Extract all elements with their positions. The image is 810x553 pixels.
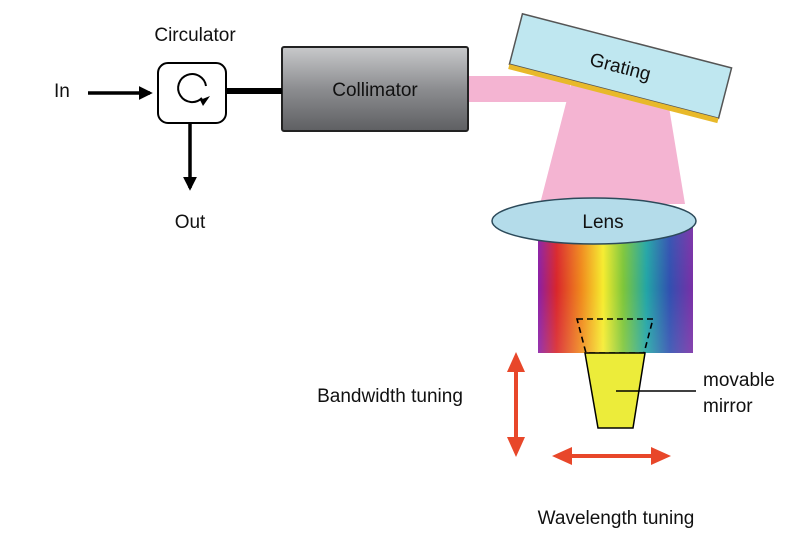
movable-mirror: [584, 352, 646, 429]
mirror-label-line2: mirror: [703, 396, 753, 417]
circulator-label: Circulator: [154, 25, 236, 46]
circulator-rotation-icon: [177, 73, 210, 106]
collimator-label: Collimator: [332, 80, 418, 101]
in-label: In: [54, 81, 70, 102]
bandwidth-tuning-label: Bandwidth tuning: [317, 386, 463, 407]
out-label: Out: [175, 212, 206, 233]
diffracted-beam: [540, 80, 685, 204]
mirror-label-line1: movable: [703, 370, 775, 391]
circulator: [157, 62, 227, 124]
spectrum: [538, 224, 693, 353]
wavelength-tuning-arrow: [552, 447, 671, 465]
bandwidth-tuning-arrow: [507, 352, 525, 457]
grating: Grating: [508, 12, 733, 124]
lens: [491, 197, 697, 245]
lens-label: Lens: [582, 212, 623, 233]
wavelength-tuning-label: Wavelength tuning: [538, 508, 695, 529]
